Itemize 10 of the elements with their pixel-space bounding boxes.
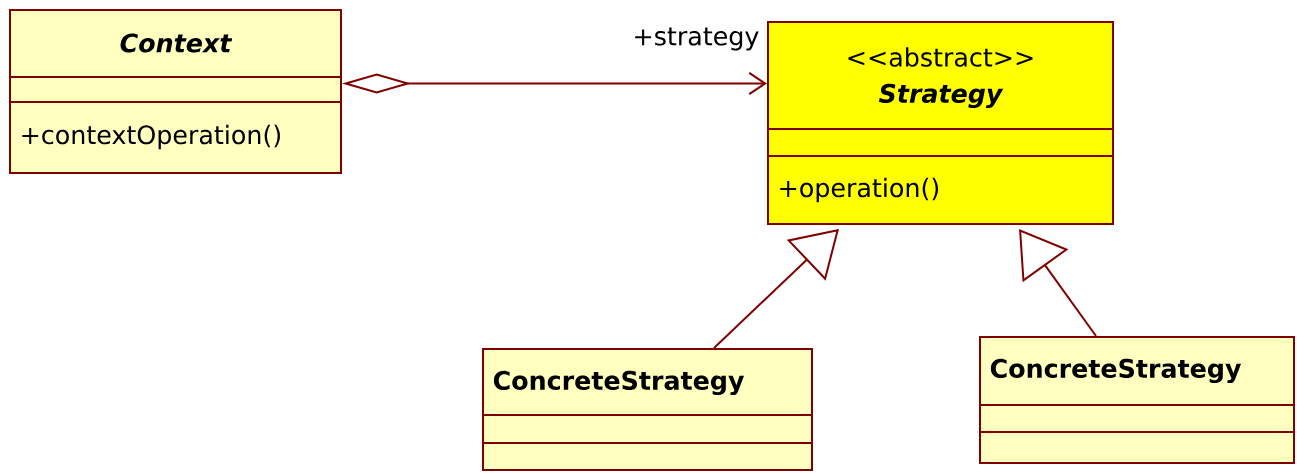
class-name: Context [120, 33, 233, 53]
generalization-arrow [713, 229, 839, 349]
operation-label: +operation() [780, 177, 939, 203]
generalization-arrow [1019, 229, 1097, 337]
class-name: ConcreteStrategy [990, 358, 1242, 384]
edge-label: +strategy [635, 27, 759, 51]
stereotype-label: <<abstract>> [848, 47, 1033, 67]
operation-label: +contextOperation() [22, 124, 280, 150]
class-name: ConcreteStrategy [493, 370, 745, 396]
class-name: Strategy [878, 83, 1004, 109]
